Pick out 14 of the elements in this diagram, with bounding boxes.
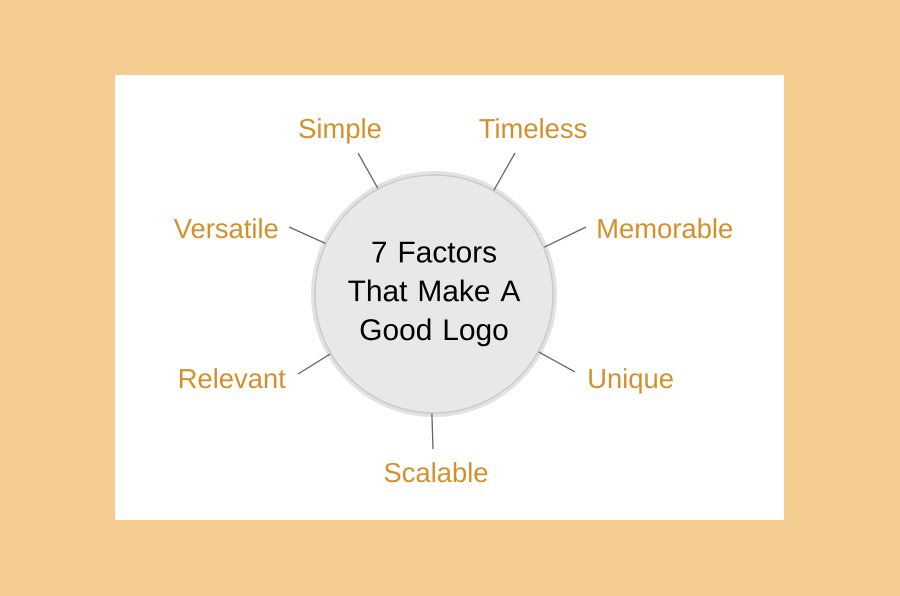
factor-label: Memorable — [598, 218, 732, 238]
factor-label: Versatile — [174, 218, 278, 238]
factor-label: Scalable — [384, 462, 488, 482]
factor-label: Simple — [299, 118, 381, 144]
leader-line — [431, 414, 434, 449]
factor-label: Unique — [589, 368, 673, 394]
leader-line — [544, 226, 586, 248]
factor-label: Relevant — [180, 368, 286, 388]
leader-line — [493, 152, 516, 191]
leader-line — [288, 226, 326, 244]
leader-line — [298, 353, 331, 375]
leader-line — [538, 352, 576, 373]
factor-label: Timeless — [479, 118, 586, 138]
leader-line — [357, 152, 378, 189]
